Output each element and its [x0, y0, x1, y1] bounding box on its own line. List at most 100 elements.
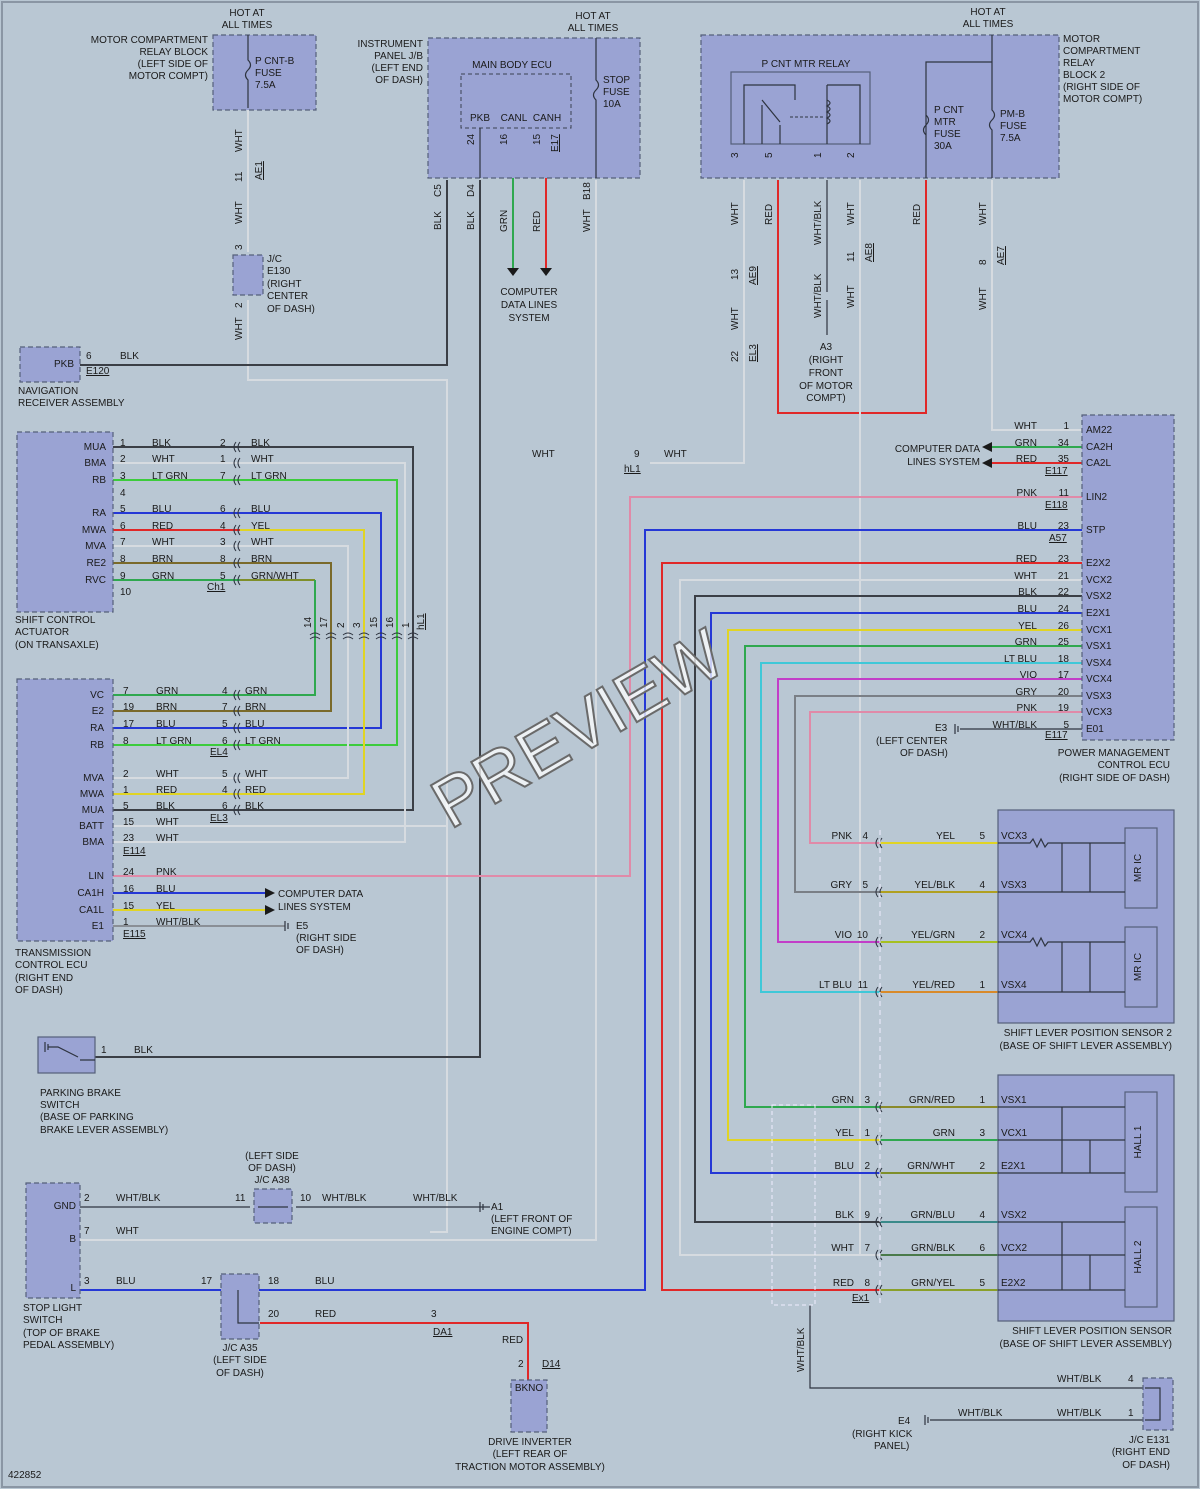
label-hot2: HOT AT: [575, 11, 610, 22]
wire-gry-vsx3: [794, 695, 1082, 893]
wire-blu-ra: [113, 512, 382, 729]
s2-wire-color: PNK: [831, 831, 852, 842]
twisted-pair-marker: [771, 1104, 816, 1306]
pm-pin-name: E2X1: [1086, 608, 1111, 619]
wl-j10: 10: [300, 1193, 312, 1204]
s1-conn-num: 2: [979, 1161, 985, 1172]
sca-wire-color2: BLU: [251, 504, 270, 515]
label-pmb3: 7.5A: [1000, 133, 1021, 144]
label-b: B: [69, 1234, 76, 1245]
wl-whtblk-v: WHT/BLK: [796, 1327, 807, 1372]
wire-pnk-lin: [113, 496, 1082, 877]
sca-wire-color: GRN: [152, 571, 174, 582]
navigation-receiver: [19, 346, 81, 383]
sca-pin-num: 4: [120, 488, 126, 499]
tcu-wire-color: BRN: [156, 702, 177, 713]
pm-pin-name: VSX4: [1086, 658, 1112, 669]
label-mcr2f: MOTOR COMPT): [1063, 94, 1142, 105]
tcu-connector: [233, 722, 241, 734]
label-sca1: SHIFT CONTROL: [15, 615, 96, 626]
label-mcr2d: BLOCK 2: [1063, 70, 1106, 81]
wire-vio-vcx4: [777, 678, 1082, 943]
cdl-arrows: [507, 268, 552, 276]
label-bkno: BKNO: [515, 1383, 544, 1394]
label-mric-2: MR IC: [1133, 953, 1144, 981]
label-pmb2: FUSE: [1000, 121, 1027, 132]
s2-pin-name: VCX4: [1001, 930, 1028, 941]
preview-watermark: PREVIEW: [419, 614, 738, 843]
sca-conn-num: 3: [220, 537, 226, 548]
label-hot3: HOT AT: [970, 7, 1005, 18]
label-jca35c: OF DASH): [216, 1368, 264, 1379]
label-a3b: (RIGHT: [809, 355, 843, 366]
hl1-pin-num: 1: [401, 622, 412, 628]
label-pmecu3: (RIGHT SIDE OF DASH): [1059, 773, 1170, 784]
mric-1: [1124, 827, 1158, 909]
pm-wire-color: YEL: [1018, 621, 1037, 632]
sca-pin-num: 9: [120, 571, 126, 582]
wire-yel-mwa: [113, 529, 365, 795]
sca-pin-num: 3: [120, 471, 126, 482]
label-nav1: NAVIGATION: [18, 386, 78, 397]
wl-n22: 22: [730, 350, 741, 362]
sca-pin-name: RA: [92, 508, 106, 519]
label-e114: E114: [123, 846, 146, 857]
wl-el3v: EL3: [748, 344, 759, 362]
tcu-wire-color2: BRN: [245, 702, 266, 713]
ground-e5: [284, 921, 289, 931]
jc-a35-bar: [237, 1290, 259, 1324]
tcu-conn-num: 6: [222, 801, 228, 812]
label-sls1a: SHIFT LEVER POSITION SENSOR: [1012, 1326, 1172, 1337]
label-sls-c: (TOP OF BRAKE: [23, 1328, 100, 1339]
label-a1a: A1: [491, 1202, 504, 1213]
pm-wire-color: WHT: [1014, 571, 1037, 582]
tcu-wire-color: BLU: [156, 884, 175, 895]
label-sls2b: (BASE OF SHIFT LEVER ASSEMBLY): [1000, 1041, 1172, 1052]
pm-cdl-arrows: [982, 442, 992, 468]
tcu-pin-name: MWA: [80, 789, 104, 800]
label-tcu4: OF DASH): [15, 985, 63, 996]
label-di3: TRACTION MOTOR ASSEMBLY): [455, 1462, 605, 1473]
label-ex1: Ex1: [852, 1293, 870, 1304]
label-cdlt2: LINES SYSTEM: [278, 902, 351, 913]
s2-conn-num: 1: [979, 980, 985, 991]
sca-pin-num: 5: [120, 504, 126, 515]
sca-pin-name: BMA: [84, 458, 106, 469]
wire-yel-vcx1: [727, 629, 1082, 1141]
wl-pbs-c: BLK: [134, 1045, 153, 1056]
s1-pin-name: E2X1: [1001, 1161, 1026, 1172]
hall-1: [1124, 1091, 1158, 1193]
wl-b-n: 7: [84, 1226, 90, 1237]
hl1-pin-num: 14: [303, 616, 314, 628]
label-e4c: PANEL): [874, 1441, 909, 1452]
wl-grn: GRN: [499, 210, 510, 232]
sca-pin-num: 1: [120, 438, 126, 449]
label-cdlp1: COMPUTER DATA: [895, 444, 981, 455]
tcu-pin-num: 17: [123, 719, 135, 730]
hall-2: [1124, 1206, 1158, 1308]
label-sls-a: STOP LIGHT: [23, 1303, 82, 1314]
label-jce131b: (RIGHT END: [1112, 1447, 1170, 1458]
ground-a1: [479, 1202, 484, 1212]
label-cdl1: COMPUTER: [500, 287, 557, 298]
label-a57: A57: [1049, 533, 1067, 544]
label-mcr2a: MOTOR: [1063, 34, 1100, 45]
tcu-conn-num: 7: [222, 702, 228, 713]
s1-wire-color: GRN: [832, 1095, 854, 1106]
label-hot3b: ALL TIMES: [963, 19, 1014, 30]
label-e3b: (LEFT CENTER: [876, 736, 948, 747]
label-ip1: INSTRUMENT: [357, 39, 423, 50]
pm-wire-color: GRN: [1015, 637, 1037, 648]
label-cdlp2: LINES SYSTEM: [907, 457, 980, 468]
label-el3: EL3: [210, 813, 228, 824]
s1-wire-color2: GRN/BLK: [911, 1243, 955, 1254]
wl-hl1: hL1: [624, 464, 641, 475]
label-pbs3: (BASE OF PARKING: [40, 1112, 134, 1123]
fuse-symbol-1: [244, 35, 252, 108]
sca-connector: [233, 524, 241, 536]
wl-gnd-c: WHT/BLK: [116, 1193, 161, 1204]
label-e5a: E5: [296, 921, 309, 932]
wire-blk-vsx2: [694, 595, 1082, 1223]
wire-ltblu-vsx4: [760, 662, 1082, 993]
